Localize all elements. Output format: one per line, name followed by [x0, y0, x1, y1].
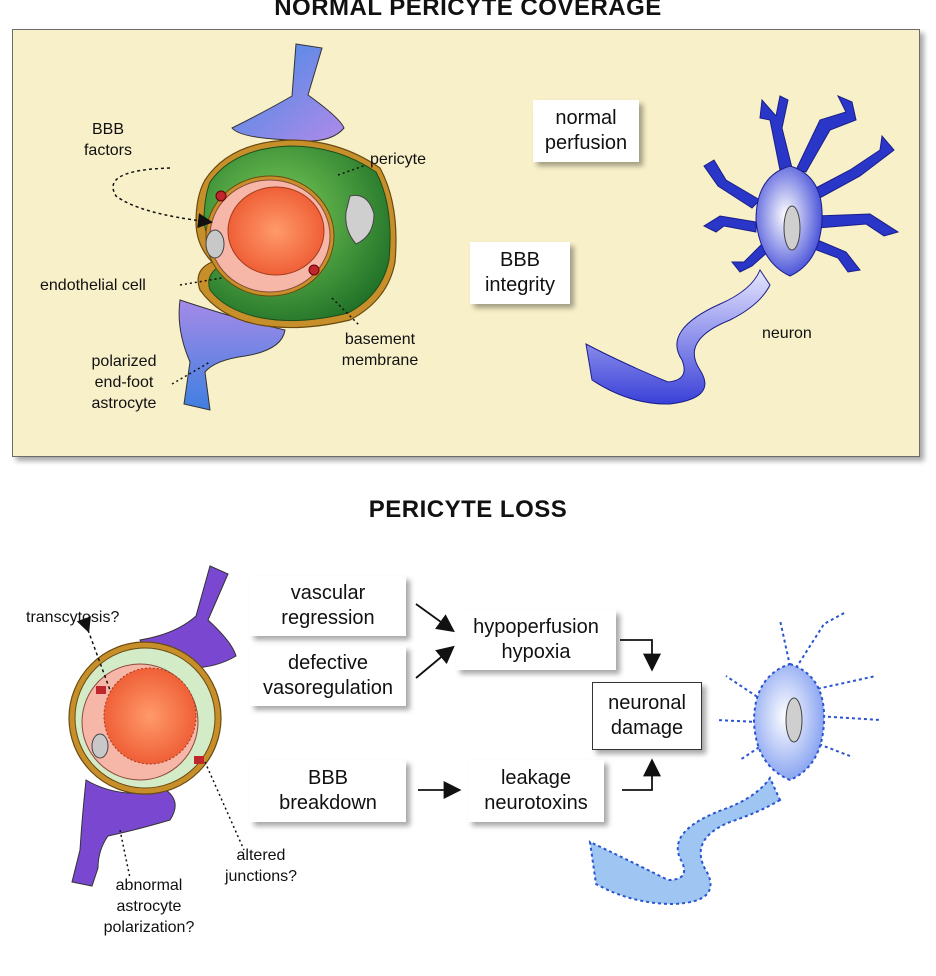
pericyte-label: pericyte: [370, 151, 427, 168]
astrocyte-pointer: [171, 361, 211, 385]
hypoperfusion-hypoxia-box: hypoperfusion hypoxia: [456, 610, 616, 670]
top-title: NORMAL PERICYTE COVERAGE: [274, 0, 662, 21]
bottom-title: PERICYTE LOSS: [368, 496, 568, 523]
bbb-factors-pointer: [112, 167, 213, 229]
arrow-leakage-to-damage: [622, 758, 661, 791]
astrocyte-top-endfoot: [231, 43, 345, 142]
endothelial-cell-label: endothelial cell: [40, 277, 146, 294]
neuron-label: neuron: [762, 325, 812, 342]
leakage-neurotoxins-box: leakage neurotoxins: [468, 760, 604, 822]
junctions-pointer: [204, 761, 245, 851]
astrocyte-loss-bottom-endfoot: [71, 779, 176, 887]
bbb-factors-label: BBB factors: [83, 121, 132, 159]
arrow-hypo-to-damage: [620, 639, 661, 672]
polarized-astrocyte-label: polarized end-foot astrocyte: [91, 353, 157, 412]
normal-perfusion-box: normal perfusion: [533, 100, 639, 162]
arrow-vasoreg-to-hypo: [415, 645, 455, 679]
defective-vasoregulation-box: defective vasoregulation: [250, 646, 406, 706]
neuronal-damage-box: neuronal damage: [592, 682, 702, 750]
neuron-healthy: [585, 95, 900, 405]
altered-junctions-label: altered junctions?: [224, 847, 298, 885]
vessel-loss: [68, 641, 222, 795]
basement-membrane-label: basement membrane: [341, 331, 419, 369]
vascular-regression-box: vascular regression: [250, 576, 406, 636]
bbb-integrity-box: BBB integrity: [470, 242, 570, 304]
endothelial-pointer: [179, 277, 223, 286]
abnormal-astrocyte-pointer: [119, 829, 131, 879]
transcytosis-label: transcytosis?: [26, 609, 120, 626]
basement-pointer: [331, 297, 361, 327]
arrow-regression-to-hypo: [415, 603, 455, 633]
neuron-damaged: [588, 611, 881, 906]
bbb-breakdown-box: BBB breakdown: [250, 760, 406, 822]
vessel-top: [195, 139, 397, 329]
abnormal-astrocyte-label: abnormal astrocyte polarization?: [103, 877, 195, 936]
transcytosis-pointer: [76, 616, 111, 691]
